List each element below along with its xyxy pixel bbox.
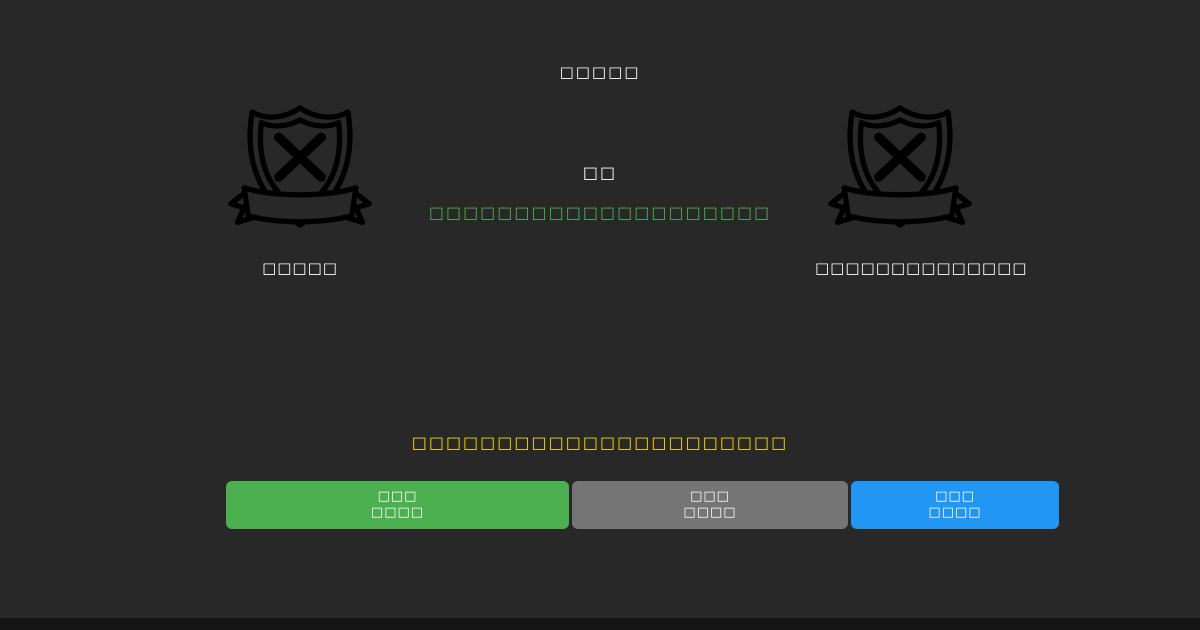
match-center-label: □□ (582, 163, 618, 182)
button-label-line1: □□□ (377, 489, 418, 504)
bottom-bar (0, 618, 1200, 630)
notice-text: □□□□□□□□□□□□□□□□□□□□□□ (411, 433, 789, 452)
action-button-primary[interactable]: □□□ □□□□ (226, 481, 569, 529)
button-label-line1: □□□ (690, 489, 730, 504)
action-buttons: □□□ □□□□ □□□ □□□□ □□□ □□□□ (226, 481, 1059, 529)
match-status-message: □□□□□□□□□□□□□□□□□□□□ (428, 203, 772, 222)
team-home-name: □□□□□ (262, 259, 338, 277)
team-away-shield-icon (820, 100, 980, 249)
button-label-line2: □□□□ (370, 505, 425, 520)
page-title: □□□□□ (559, 63, 641, 81)
button-label-line2: □□□□ (683, 505, 737, 520)
team-home: □□□□□ (215, 100, 385, 277)
team-away: □□□□□□□□□□□□□□ (815, 100, 1028, 277)
button-label-line1: □□□ (935, 489, 975, 504)
action-button-tertiary[interactable]: □□□ □□□□ (851, 481, 1059, 529)
button-label-line2: □□□□ (928, 505, 982, 520)
action-button-secondary[interactable]: □□□ □□□□ (572, 481, 848, 529)
team-away-name: □□□□□□□□□□□□□□ (815, 259, 1028, 277)
team-home-shield-icon (220, 100, 380, 249)
